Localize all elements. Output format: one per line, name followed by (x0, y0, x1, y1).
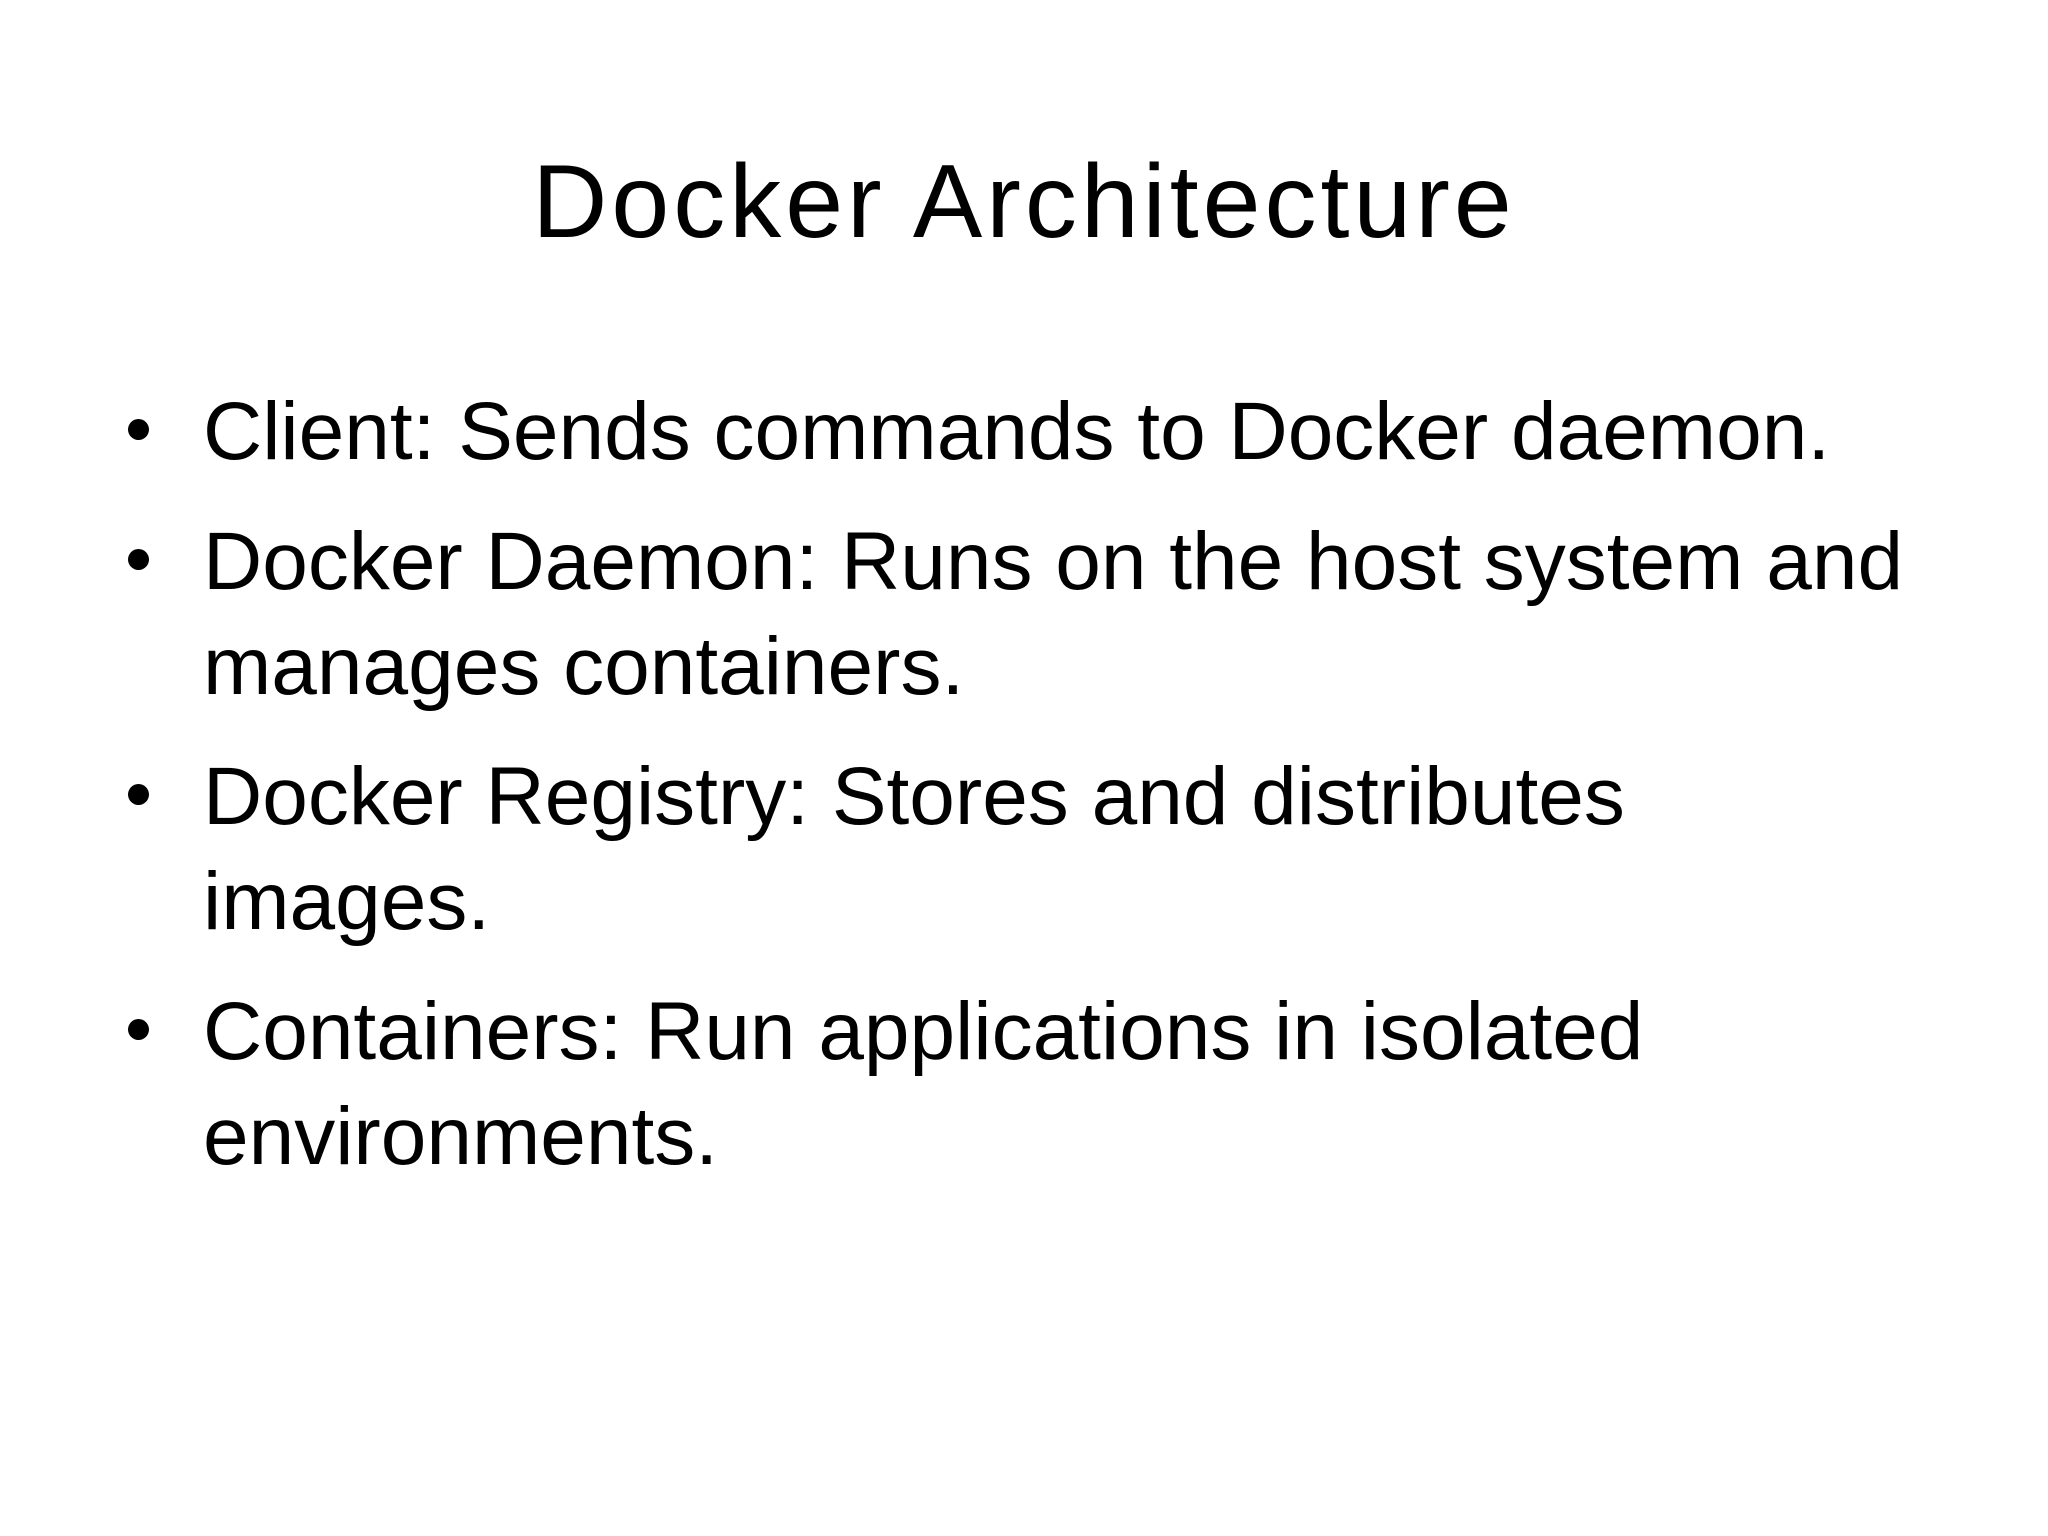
bullet-item: Docker Daemon: Runs on the host system a… (128, 509, 2008, 719)
bullet-icon (128, 1019, 149, 1040)
bullet-item: Containers: Run applications in isolated… (128, 979, 2008, 1189)
bullet-text: Client: Sends commands to Docker daemon. (203, 386, 1831, 477)
bullet-icon (128, 784, 149, 805)
bullet-text: Docker Registry: Stores and distributes … (203, 751, 1625, 947)
bullet-icon (128, 419, 149, 440)
bullet-text: Docker Daemon: Runs on the host system a… (203, 516, 1904, 712)
bullet-item: Client: Sends commands to Docker daemon. (128, 379, 2008, 484)
bullet-list: Client: Sends commands to Docker daemon.… (128, 379, 2008, 1214)
bullet-icon (128, 549, 149, 570)
bullet-item: Docker Registry: Stores and distributes … (128, 744, 2008, 954)
page-title: Docker Architecture (532, 144, 1516, 260)
bullet-text: Containers: Run applications in isolated… (203, 986, 1644, 1182)
